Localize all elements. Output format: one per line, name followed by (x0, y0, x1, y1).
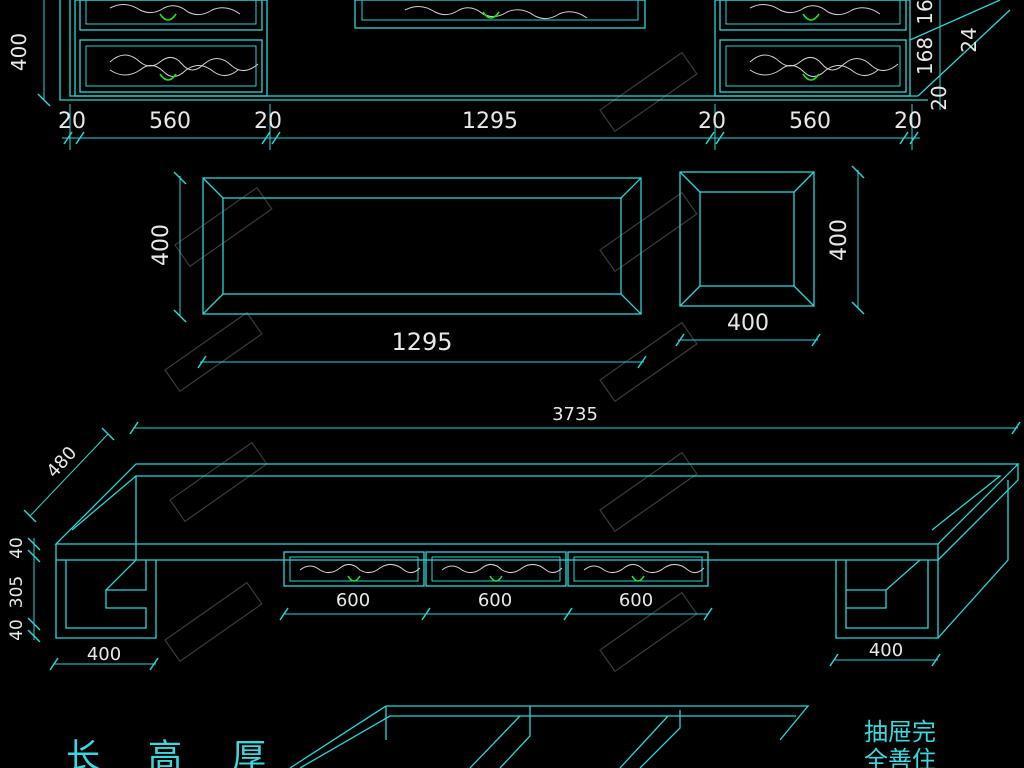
bench-height-bottom: 40 (7, 619, 27, 641)
drawer-width-1: 600 (336, 590, 370, 611)
bench-depth: 480 (43, 443, 82, 483)
drawer-width-3: 600 (619, 590, 653, 611)
top-right-24: 24 (957, 27, 981, 52)
top-width-20-a: 20 (58, 109, 86, 134)
label-length: 长 (66, 737, 100, 768)
bench-length: 3735 (552, 404, 598, 425)
panel-long: 400 1295 (149, 171, 647, 369)
top-right-16: 16 (913, 0, 937, 25)
top-elevation: 400 20 560 20 1295 20 560 20 16 24 20 16… (7, 0, 1011, 150)
label-thickness: 厚 (232, 737, 266, 768)
bottom-tray (289, 705, 810, 768)
top-height-label: 400 (7, 33, 31, 71)
panel-long-width: 1295 (391, 328, 452, 356)
panel-square-height: 400 (827, 219, 852, 261)
drawer-width-2: 600 (478, 590, 512, 611)
bench-height-top: 40 (7, 537, 27, 559)
top-width-560-b: 560 (789, 109, 831, 134)
top-width-20-d: 20 (894, 109, 922, 134)
bench-height-middle: 305 (7, 576, 27, 608)
top-width-1295: 1295 (462, 109, 518, 134)
watermarks (164, 51, 698, 673)
foot-right-width: 400 (869, 640, 903, 661)
bottom-labels: 长 高 厚 抽屉完 全善住 (66, 718, 936, 768)
foot-left-width: 400 (87, 644, 121, 665)
top-width-560-a: 560 (149, 109, 191, 134)
panel-square-width: 400 (727, 311, 769, 336)
panel-long-height: 400 (149, 224, 174, 266)
bench-iso: 3735 480 (7, 404, 1021, 671)
top-width-20-c: 20 (698, 109, 726, 134)
note-line-2: 全善住 (864, 746, 936, 768)
label-height: 高 (148, 737, 182, 768)
note-line-1: 抽屉完 (864, 718, 936, 746)
top-right-168: 168 (913, 37, 937, 75)
panel-square: 400 400 (675, 165, 865, 347)
top-width-20-b: 20 (254, 109, 282, 134)
top-right-20: 20 (927, 85, 951, 110)
